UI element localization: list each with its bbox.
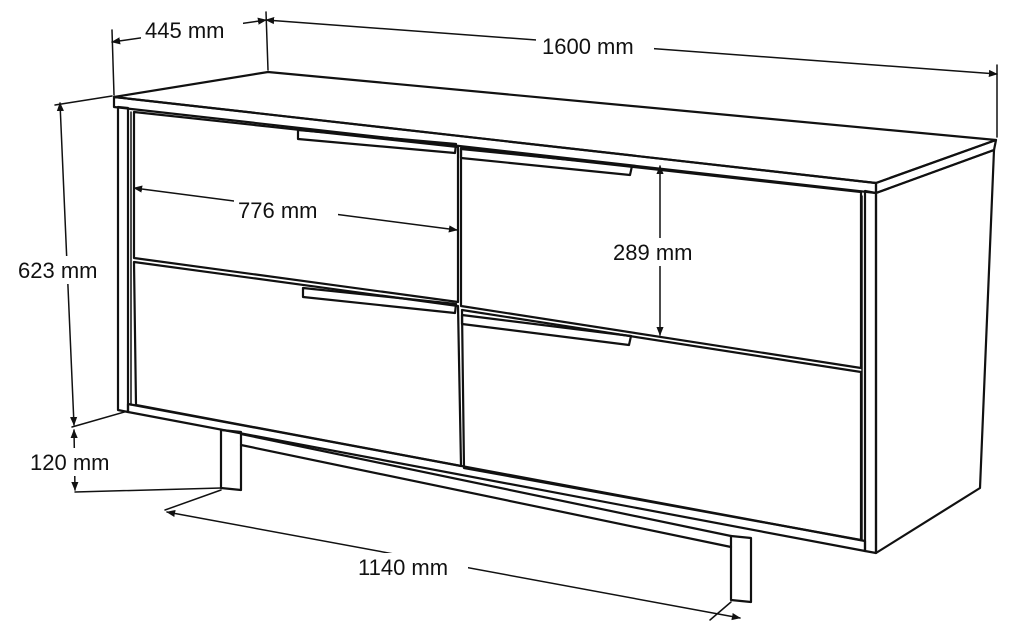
width-label: 1600 mm	[542, 34, 634, 59]
handle-top-left	[296, 128, 458, 155]
drawer-fronts	[132, 110, 863, 542]
sideboard-body	[112, 70, 998, 555]
sideboard-legs	[219, 428, 753, 604]
leg-front-right	[729, 534, 753, 604]
dimension-labels: 445 mm 1600 mm 623 mm 120 mm 776 mm 289 …	[16, 16, 714, 581]
handle-bottom-left	[301, 286, 458, 315]
depth-label: 445 mm	[145, 18, 224, 43]
leg-front-left	[219, 428, 243, 492]
sideboard-top-front-edge	[112, 95, 878, 195]
handle-bottom-right	[460, 313, 633, 347]
height-label: 623 mm	[18, 258, 97, 283]
drawer-bottom-right	[460, 308, 863, 542]
drawer-width-label: 776 mm	[238, 198, 317, 223]
leg-span-label: 1140 mm	[358, 555, 448, 580]
sideboard-bottom-rail	[126, 402, 867, 553]
sideboard-top-side-edge	[874, 138, 998, 195]
sideboard-right-side-face	[874, 148, 996, 555]
sideboard-left-side	[116, 105, 130, 414]
drawer-bottom-left	[132, 260, 463, 468]
sideboard-top-surface	[112, 70, 998, 185]
drawer-handles	[296, 128, 634, 347]
leg-height-label: 120 mm	[30, 450, 109, 475]
drawer-height-label: 289 mm	[613, 240, 692, 265]
sideboard-right-side-front	[863, 189, 878, 555]
handle-top-right	[459, 147, 634, 177]
drawer-top-right	[459, 146, 863, 370]
